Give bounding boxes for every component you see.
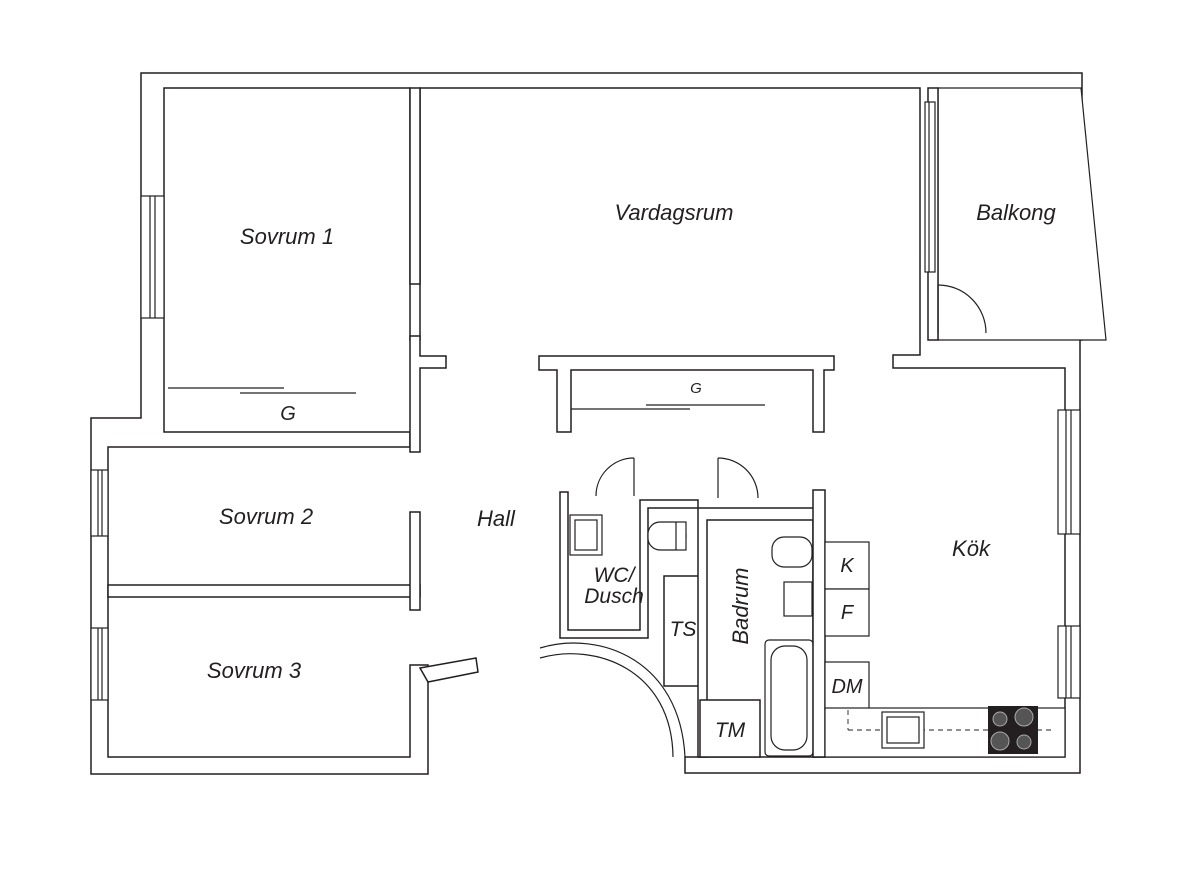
badrum-toilet xyxy=(771,536,813,568)
label-hall: Hall xyxy=(477,506,516,531)
wc-toilet-tank xyxy=(675,521,687,551)
bathtub xyxy=(764,639,814,757)
label-kok: Kök xyxy=(952,536,991,561)
label-wc: WC/ xyxy=(594,564,637,587)
label-badrum: Badrum xyxy=(728,567,753,644)
angled-wall xyxy=(418,657,479,683)
wc-walls xyxy=(559,491,699,639)
wall-sovrum2-hall xyxy=(409,511,421,611)
curved-wall-inner xyxy=(539,653,674,758)
curved-wall xyxy=(539,642,686,758)
kitchen-sink-bowl xyxy=(886,716,920,744)
stove xyxy=(988,706,1038,754)
ts-cabinet xyxy=(663,575,703,687)
kitchen-wall xyxy=(812,489,826,758)
badrum-door-swing xyxy=(717,457,759,499)
badrum-sink xyxy=(783,581,813,617)
wc-sink-bowl xyxy=(574,519,598,551)
kitchen-sink xyxy=(881,711,925,749)
label-dusch: Dusch xyxy=(584,585,644,608)
tm-washer xyxy=(699,699,761,758)
label-sovrum-1: Sovrum 1 xyxy=(240,224,334,249)
label-f: F xyxy=(841,602,855,624)
label-garderob-sovrum1: G xyxy=(280,403,296,425)
label-garderob-hall: G xyxy=(690,380,702,397)
label-tm: TM xyxy=(715,719,746,742)
label-dm: DM xyxy=(831,676,862,698)
fridge xyxy=(824,541,870,590)
label-balkong: Balkong xyxy=(976,200,1056,225)
wc-door-swing xyxy=(595,457,635,497)
label-ts: TS xyxy=(670,618,697,641)
label-vardagsrum: Vardagsrum xyxy=(614,200,733,225)
balcony-door-swing xyxy=(937,284,987,334)
wall-sovrum1-vardagsrum xyxy=(409,87,421,285)
label-sovrum-3: Sovrum 3 xyxy=(207,658,302,683)
hall-wardrobe-frame xyxy=(538,355,835,433)
label-sovrum-2: Sovrum 2 xyxy=(219,504,313,529)
freezer xyxy=(824,588,870,637)
windows xyxy=(90,101,1081,701)
wall-hall-stub xyxy=(409,335,447,453)
wall-sovrum2-sovrum3 xyxy=(107,584,421,598)
bathtub-inner xyxy=(770,645,808,751)
label-k: K xyxy=(840,555,855,577)
